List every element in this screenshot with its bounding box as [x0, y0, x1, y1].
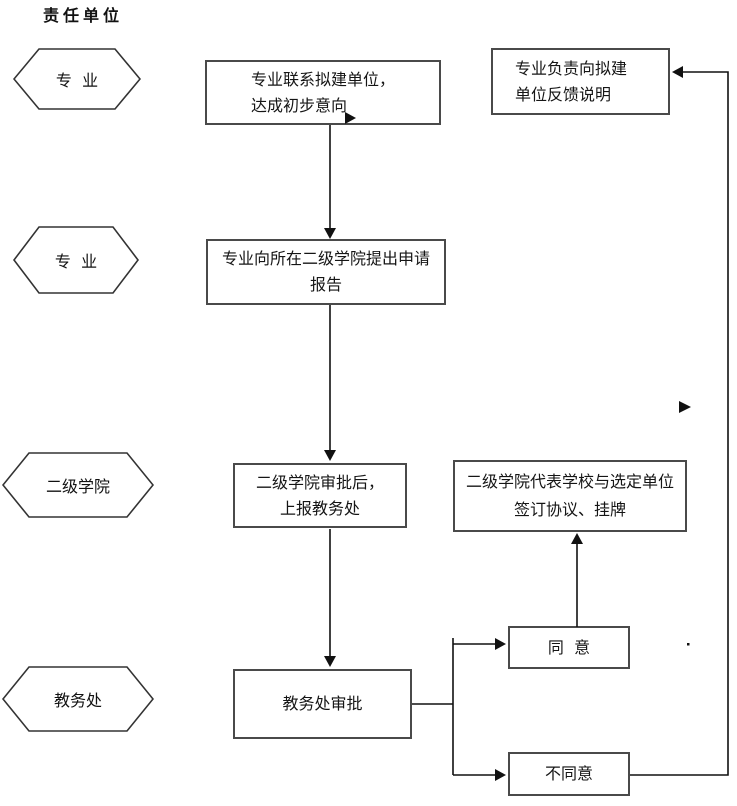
node-text-line: 单位反馈说明	[515, 84, 612, 104]
node-apply-report: 专业向所在二级学院提出申请 报告	[206, 239, 446, 305]
connector-disagree-to-feedback	[630, 71, 729, 776]
stray-dot	[687, 643, 690, 646]
node-text-line: 二级学院审批后，	[255, 472, 384, 492]
lane-hexagon-major-1: 专 业	[13, 48, 141, 110]
node-college-review: 二级学院审批后， 上报教务处	[233, 463, 407, 528]
arrowhead-down-into-apply	[324, 228, 336, 239]
node-text-line: 不同意	[544, 764, 593, 783]
node-text-line: 专业负责向拟建	[515, 58, 628, 78]
page-title: 责任单位	[43, 6, 124, 25]
lane-hexagon-college: 二级学院	[2, 452, 154, 518]
node-text-line: 教务处审批	[282, 694, 363, 713]
node-office-review: 教务处审批	[233, 669, 412, 739]
node-text-line: 同 意	[547, 637, 591, 657]
node-text-line: 上报教务处	[279, 498, 360, 518]
lane-label-major-2: 专 业	[54, 252, 98, 271]
node-disagree: 不同意	[508, 752, 630, 796]
hexagon-shape	[13, 226, 139, 294]
arrowhead-right-into-agree	[495, 638, 506, 650]
hexagon-shape	[2, 666, 154, 732]
node-text-line: 报告	[309, 275, 342, 294]
lane-label-office: 教务处	[53, 691, 102, 710]
arrowhead-down-into-office-review	[324, 656, 336, 667]
node-text-line: 二级学院代表学校与选定单位	[465, 472, 674, 491]
arrowhead-down-into-college-review	[324, 450, 336, 461]
hexagon-shape	[2, 452, 154, 518]
lane-label-college: 二级学院	[45, 477, 110, 496]
arrowhead-up-into-sign	[571, 533, 583, 544]
node-text-line: 签订协议、挂牌	[513, 500, 626, 519]
arrowhead-left-into-feedback	[672, 66, 683, 78]
node-contact-proposed-unit: 专业联系拟建单位， 达成初步意向	[205, 60, 441, 125]
node-text-line: 达成初步意向	[251, 95, 348, 115]
lane-label-major-1: 专 业	[55, 71, 99, 90]
node-agree: 同 意	[508, 626, 630, 669]
stray-arrowhead-glyph	[679, 401, 691, 413]
arrowhead-right-into-disagree	[495, 769, 506, 781]
node-sign-agreement: 二级学院代表学校与选定单位 签订协议、挂牌	[453, 460, 687, 532]
node-feedback-explanation: 专业负责向拟建 单位反馈说明	[491, 48, 670, 115]
node-text-line: 专业联系拟建单位，	[251, 69, 396, 89]
lane-hexagon-office: 教务处	[2, 666, 154, 732]
lane-hexagon-major-2: 专 业	[13, 226, 139, 294]
hexagon-shape	[13, 48, 141, 110]
node-text-line: 专业向所在二级学院提出申请	[221, 249, 430, 268]
